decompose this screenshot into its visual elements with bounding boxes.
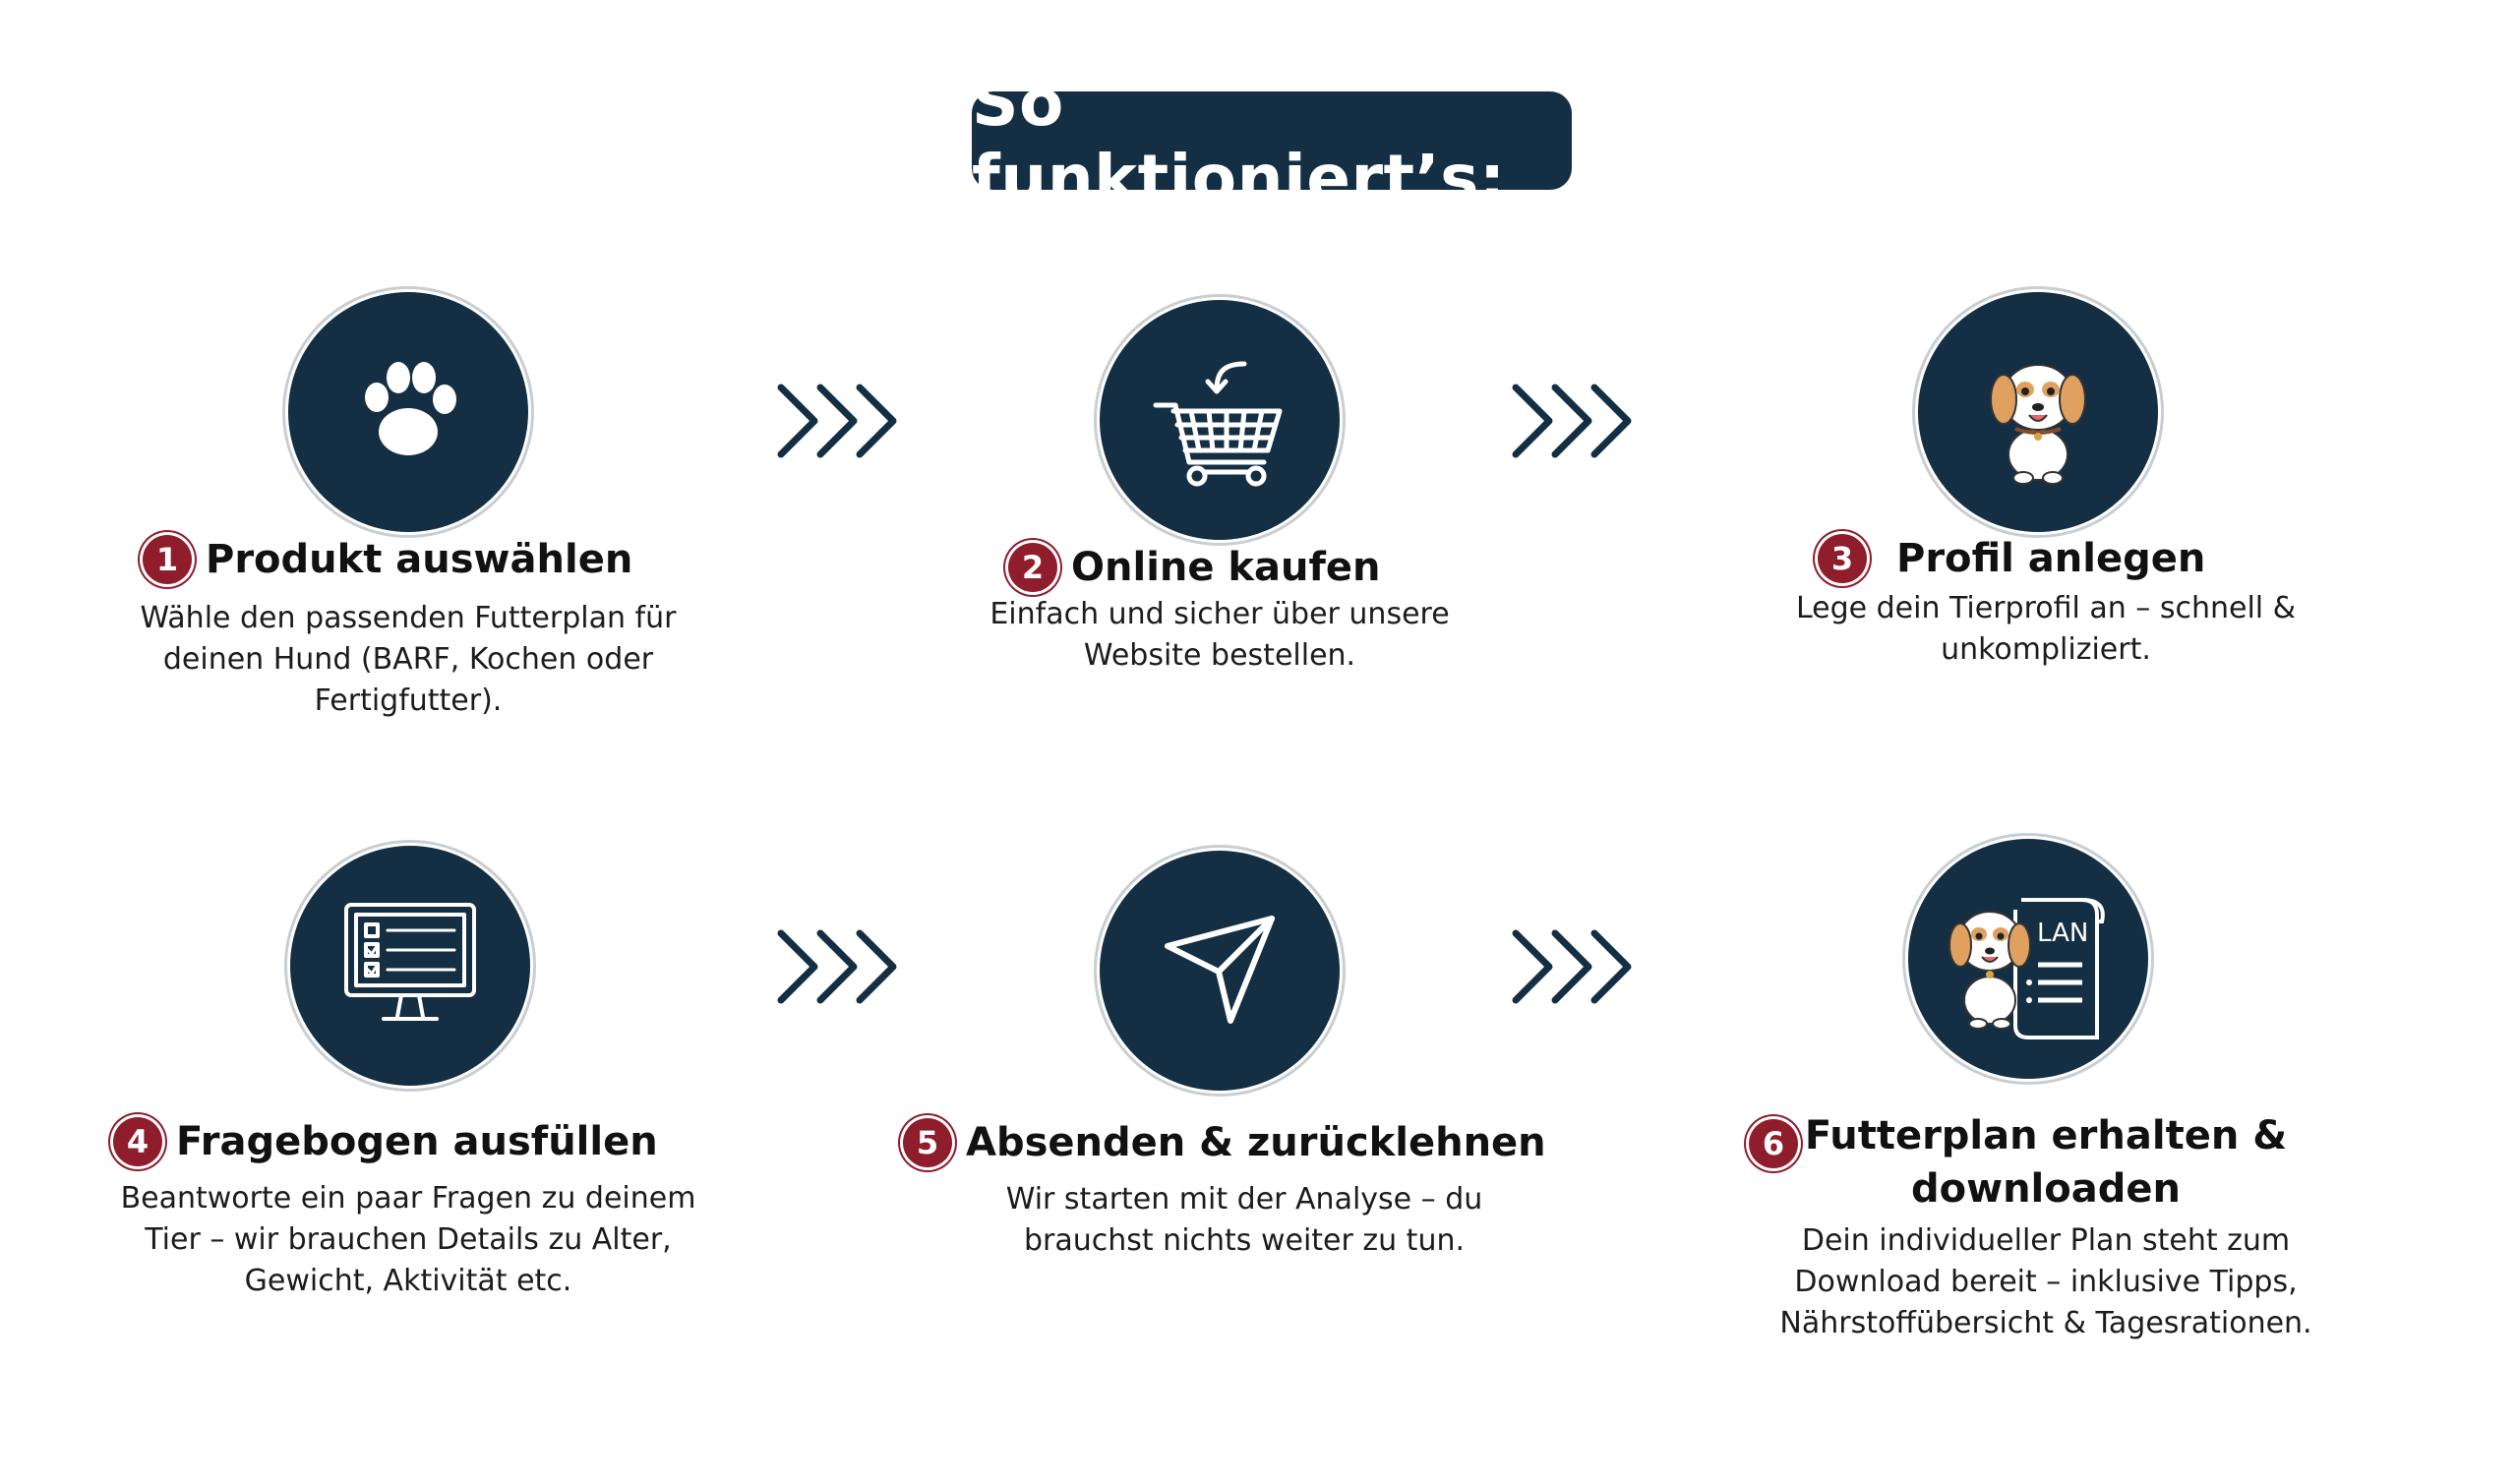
chevron-arrows-icon: [1512, 384, 1632, 458]
send-icon: [1165, 916, 1275, 1024]
step-6-heading: 6: [1749, 1119, 1798, 1168]
step-4-description: Beantworte ein paar Fragen zu deinem Tie…: [120, 1181, 696, 1298]
step-number-badge: 2: [1008, 543, 1057, 592]
dog-plan-icon: LAN: [1948, 898, 2105, 1039]
shopping-cart-icon: [1153, 361, 1283, 487]
step-6-circle: LAN: [1908, 839, 2148, 1079]
chevron-arrows-icon: [1512, 929, 1632, 1004]
step-4-circle: [290, 846, 530, 1086]
step-3-circle: [1918, 292, 2158, 532]
step-title: Fragebogen ausfüllen: [176, 1119, 658, 1164]
page-title: So funktioniert’s:: [972, 65, 1506, 216]
step-2-description: Einfach und sicher über unsere Website b…: [989, 597, 1450, 673]
step-number-badge: 4: [113, 1117, 162, 1166]
step-2-circle: [1100, 300, 1340, 540]
step-3-description: Lege dein Tierprofil an – schnell & unko…: [1795, 591, 2297, 667]
questionnaire-monitor-icon: [344, 903, 476, 1021]
step-title: Online kaufen: [1071, 545, 1381, 590]
paw-icon: [365, 362, 456, 455]
chevron-arrows-icon: [777, 384, 897, 458]
step-number-badge: 5: [903, 1118, 952, 1167]
step-title: Profil anlegen: [1896, 536, 2206, 581]
chevron-arrows-icon: [777, 929, 897, 1004]
dog-icon: [1990, 364, 2086, 485]
step-2-heading: 2 Online kaufen: [1008, 543, 1381, 592]
step-4-heading: 4 Fragebogen ausfüllen: [113, 1117, 658, 1166]
step-1-description: Wähle den passenden Futterplan für deine…: [140, 601, 677, 718]
step-number-badge: 3: [1818, 534, 1867, 583]
step-5-description: Wir starten mit der Analyse – du brauchs…: [1005, 1182, 1483, 1258]
step-title: Produkt auswählen: [206, 537, 633, 582]
step-number-badge: 6: [1749, 1119, 1798, 1168]
step-number-badge: 1: [143, 535, 192, 584]
step-5-circle: [1100, 851, 1340, 1091]
step-3-heading: 3 Profil anlegen: [1818, 534, 2205, 583]
step-1-heading: 1 Produkt auswählen: [143, 535, 632, 584]
step-6-title: Futterplan erhalten & downloaden: [1804, 1113, 2288, 1212]
step-6-description: Dein individueller Plan steht zum Downlo…: [1779, 1223, 2312, 1340]
title-badge: So funktioniert’s:: [972, 65, 1572, 216]
step-5-heading: 5 Absenden & zurücklehnen: [903, 1118, 1546, 1167]
plan-label: LAN: [2037, 919, 2088, 948]
step-1-circle: [288, 292, 528, 532]
step-title: Absenden & zurücklehnen: [966, 1120, 1546, 1165]
